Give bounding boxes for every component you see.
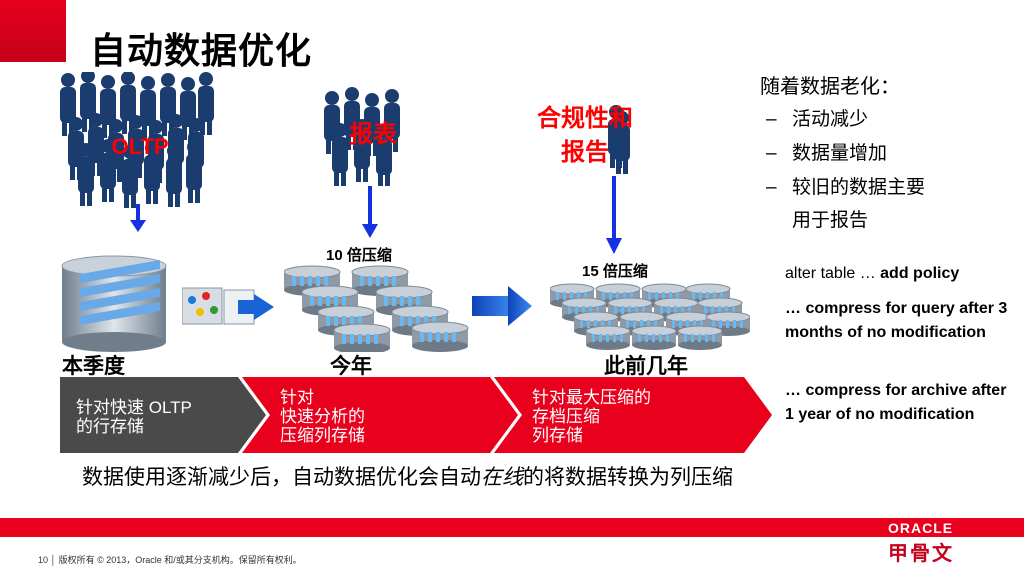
aging-point: –数据量增加 (766, 143, 888, 164)
oracle-logo: ORACLE (888, 520, 954, 536)
summary-text: 数据使用逐渐减少后，自动数据优化会自动在线的将数据转换为列压缩 (82, 466, 733, 489)
compliance-label: 合规性和报告 (537, 105, 633, 166)
oltp-label: OLTP (111, 134, 169, 159)
compression-process-icon (182, 287, 274, 325)
aging-point: –较旧的数据主要 (766, 177, 926, 198)
lifecycle-chevrons (60, 377, 772, 453)
policy-query: … compress for query after 3 months of n… (785, 300, 1008, 341)
storage-disks-icon (550, 283, 750, 351)
policy-archive: … compress for archive after 1 year of n… (785, 382, 1007, 423)
chevron-row-store (60, 377, 266, 453)
era-older-years: 此前几年 (604, 355, 688, 378)
copyright-footer: 10 │ 版权所有 © 2013，Oracle 和/或其分支机构。保留所有权利。 (38, 555, 302, 565)
oltp-crowd-icon (60, 72, 214, 208)
policy-statement: alter table … add policy (785, 265, 960, 282)
footer-bar (0, 518, 1024, 537)
oracle-logo-chinese: 甲骨文 (888, 543, 954, 565)
chevron-archive (494, 377, 772, 453)
page-title: 自动数据优化 (90, 30, 313, 71)
era-current-quarter: 本季度 (62, 355, 125, 378)
aging-heading: 随着数据老化： (760, 76, 900, 98)
aging-point-continued: 用于报告 (792, 210, 869, 231)
aging-point: –活动减少 (766, 109, 869, 130)
storage-disks-icon (284, 265, 469, 352)
compression-10x-label: 10 倍压缩 (326, 247, 392, 264)
chevron-archive-text: 针对最大压缩的存档压缩列存储 (532, 388, 651, 445)
arrow-right-icon (472, 286, 532, 326)
arrow-down-icon (606, 176, 622, 254)
arrow-down-icon (362, 186, 378, 238)
era-this-year: 今年 (330, 355, 372, 378)
report-label: 报表 (349, 121, 397, 148)
arrow-down-icon (130, 204, 146, 232)
chevron-columnar-text: 针对快速分析的压缩列存储 (280, 388, 365, 445)
brand-corner-block (0, 0, 66, 62)
chevron-columnar (242, 377, 518, 453)
database-icon (61, 255, 167, 352)
compression-15x-label: 15 倍压缩 (582, 263, 648, 280)
